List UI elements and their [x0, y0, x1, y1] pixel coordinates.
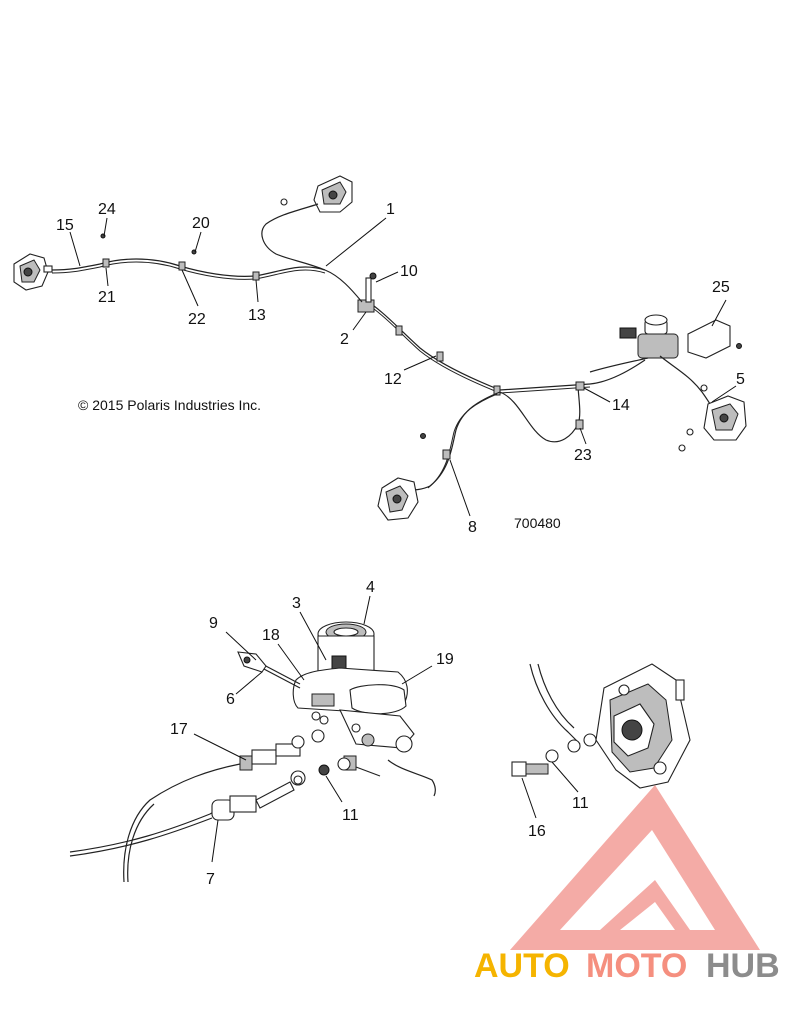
- callout-4: 4: [366, 579, 375, 596]
- leader-lines-lower-left: [193, 595, 433, 863]
- watermark-auto: AUTO: [474, 947, 570, 985]
- callout-11-right: 11: [572, 795, 589, 812]
- callout-22: 22: [188, 311, 206, 328]
- callout-3: 3: [292, 595, 301, 612]
- leader-lines-upper: [69, 217, 737, 517]
- bracket: [687, 319, 742, 359]
- callout-25: 25: [712, 279, 730, 296]
- watermark-moto: MOTO: [586, 947, 687, 985]
- fitting-17: [239, 729, 325, 771]
- leader-lines-lower-right: [521, 761, 579, 819]
- callout-12: 12: [384, 371, 402, 388]
- main-brake-line: [373, 305, 591, 391]
- brake-line-assembly: [13, 175, 747, 521]
- callout-1: 1: [386, 201, 395, 218]
- callout-9: 9: [209, 615, 218, 632]
- drawing-number: 700480: [514, 515, 561, 531]
- right-caliper: [678, 384, 747, 452]
- callout-14: 14: [612, 397, 630, 414]
- front-left-caliper: [377, 477, 419, 521]
- callout-2: 2: [340, 331, 349, 348]
- top-caliper: [261, 175, 353, 271]
- left-caliper: [13, 253, 53, 291]
- watermark-logo: [510, 785, 760, 950]
- callout-6: 6: [226, 691, 235, 708]
- callout-24: 24: [98, 201, 116, 218]
- callout-7: 7: [206, 871, 215, 888]
- callout-16: 16: [528, 823, 546, 840]
- callout-11-left: 11: [342, 807, 359, 824]
- callout-21: 21: [98, 289, 116, 306]
- rear-left-hose: [51, 258, 326, 277]
- watermark-text: AUTO MOTO HUB: [474, 947, 780, 985]
- callout-19: 19: [436, 651, 454, 668]
- callout-23: 23: [574, 447, 592, 464]
- junction-tee: [324, 269, 377, 313]
- clip-22: [178, 261, 186, 271]
- watermark-hub: HUB: [706, 947, 780, 985]
- callout-8: 8: [468, 519, 477, 536]
- callout-13: 13: [248, 307, 266, 324]
- caliper-detail: [511, 663, 691, 789]
- copyright-notice: © 2015 Polaris Industries Inc.: [78, 397, 261, 413]
- callout-18: 18: [262, 627, 280, 644]
- clip-21: [102, 258, 110, 268]
- callout-10: 10: [400, 263, 418, 280]
- clip-13: [252, 271, 260, 281]
- banjo-fitting-7: [211, 775, 303, 821]
- callout-17: 17: [170, 721, 188, 738]
- callout-labels: 1 2 3 4 5 6 7 8 9 10 11 11 12 13 14 15 1…: [56, 201, 745, 888]
- callout-5: 5: [736, 371, 745, 388]
- callout-15: 15: [56, 217, 74, 234]
- callout-20: 20: [192, 215, 210, 232]
- master-cylinder-detail: [69, 621, 436, 883]
